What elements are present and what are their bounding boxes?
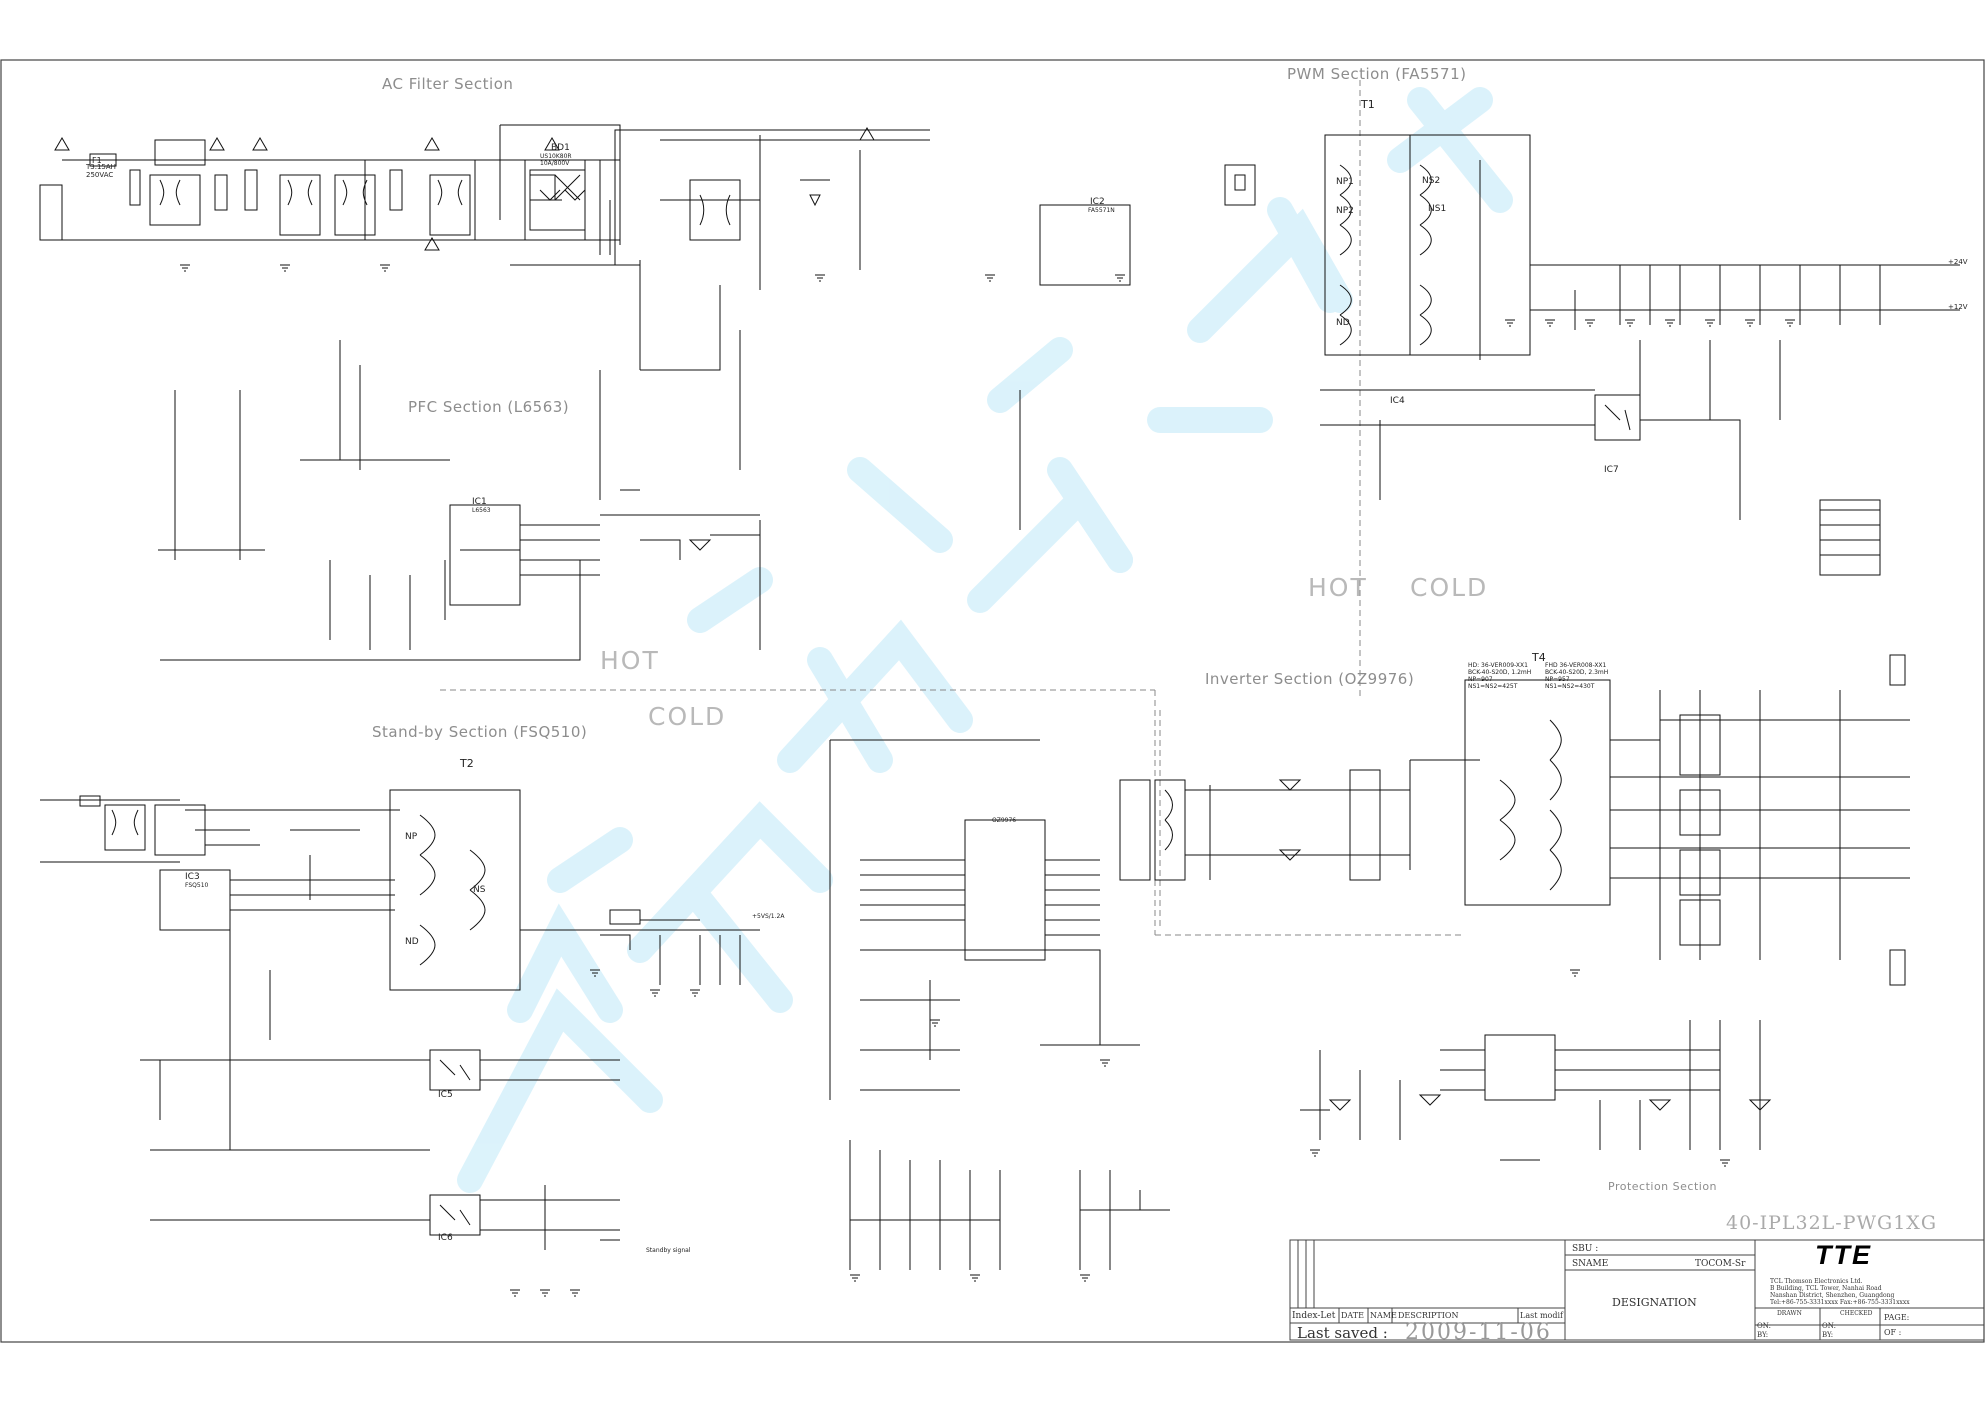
of-label: OF : (1884, 1328, 1902, 1337)
drawn-by-label: BY: (1757, 1331, 1769, 1339)
label-ic5: IC5 (438, 1090, 453, 1100)
company-line-2: B Building, TCL Tower, Nanhai Road (1770, 1285, 1882, 1292)
sheet-frame (0, 59, 1985, 1343)
sbu-label: SBU : (1572, 1244, 1599, 1254)
output-5v: +5VS/1.2A (752, 913, 785, 920)
section-title-pwm: PWM Section (FA5571) (1287, 65, 1467, 83)
label-ic3: IC3 (185, 872, 200, 882)
label-t1: T1 (1361, 98, 1375, 111)
company-line-4: Tel:+86-755-3331xxxx Fax:+86-755-3331xxx… (1770, 1299, 1910, 1306)
control-subcircuits (849, 1140, 1170, 1270)
ac-filter-circuit (39, 124, 930, 266)
pwm-circuit (1019, 134, 1960, 576)
label-ic1: IC1 (472, 497, 487, 507)
checked-on-label: ON: (1822, 1322, 1836, 1330)
zone-cold-left: COLD (648, 702, 727, 731)
pfc-circuit (158, 330, 761, 661)
watermark (457, 87, 1513, 1193)
label-pfc-chip: L6563 (472, 507, 491, 514)
winding-ns1: NS1 (1428, 204, 1447, 214)
t4-note-left: HD: 36-VER009-XX1 BCK-40-S20D, 1.2mH NP=… (1468, 662, 1532, 690)
protection-circuit (1300, 1020, 1772, 1161)
revision-index-header: Index-Let (1292, 1311, 1336, 1321)
label-ic6: IC6 (438, 1233, 453, 1243)
revision-date-header: DATE (1341, 1311, 1364, 1320)
standby-signal-label: Standby signal (646, 1247, 691, 1254)
designation-label: DESIGNATION (1612, 1296, 1697, 1309)
section-title-pfc: PFC Section (L6563) (408, 398, 570, 416)
drawn-on-label: ON: (1757, 1322, 1771, 1330)
isolation-boundary (440, 80, 1465, 936)
winding-nd: ND (1336, 318, 1350, 328)
label-t2: T2 (460, 757, 474, 770)
sname-label: SNAME (1572, 1259, 1609, 1269)
label-ic4: IC4 (1390, 396, 1405, 406)
label-bd1: BD1 (551, 143, 570, 153)
bridge-rectifier (529, 135, 930, 371)
sname-value: TOCOM-Sr (1695, 1259, 1746, 1269)
ground-symbols (180, 264, 1795, 1297)
zone-hot-left: HOT (600, 646, 660, 675)
revision-description-header: DESCRIPTION (1398, 1311, 1459, 1320)
company-line-1: TCL Thomson Electronics Ltd. (1770, 1278, 1863, 1285)
label-inv-chip: OZ9976 (992, 817, 1017, 824)
winding-np: NP (405, 832, 418, 842)
warning-icons (54, 127, 875, 251)
standby-circuit (40, 789, 760, 1250)
section-title-inverter: Inverter Section (OZ9976) (1205, 670, 1415, 688)
label-ic7: IC7 (1604, 465, 1619, 475)
output-12v: +12V (1948, 303, 1968, 311)
last-modif-header: Last modif (1520, 1311, 1563, 1320)
inverter-circuit (829, 654, 1910, 1100)
label-fuse-rating: T3.15AH 250VAC (86, 163, 116, 179)
company-line-3: Nanshan District, Shenzhen, Guangdong (1770, 1292, 1895, 1299)
label-sb-chip: FSQ510 (185, 882, 209, 889)
output-24v: +24V (1948, 258, 1968, 266)
label-ic2: IC2 (1090, 197, 1105, 207)
checked-label: CHECKED (1840, 1310, 1873, 1317)
label-pwm-chip: FA5571N (1088, 207, 1115, 214)
title-block-frame (1289, 1239, 1985, 1341)
last-saved-date: 2009-11-06 (1405, 1320, 1552, 1345)
winding-ns: NS (473, 885, 486, 895)
checked-by-label: BY: (1822, 1331, 1834, 1339)
section-title-ac-filter: AC Filter Section (382, 75, 514, 93)
last-saved-label: Last saved : (1297, 1324, 1388, 1342)
label-t4: T4 (1532, 651, 1546, 664)
winding-ns2: NS2 (1422, 176, 1441, 186)
section-title-protection: Protection Section (1608, 1180, 1718, 1193)
zone-hot-right: HOT (1308, 573, 1368, 602)
label-bd1-rating: US10K80R 10A/800V (540, 153, 572, 167)
winding-nd-standby: ND (405, 937, 419, 947)
t4-note-right: FHD 36-VER008-XX1 BCK-40-S20D, 2.3mH NP=… (1545, 662, 1609, 690)
winding-np2: NP2 (1336, 206, 1354, 216)
page-label: PAGE: (1884, 1313, 1910, 1322)
section-title-standby: Stand-by Section (FSQ510) (372, 723, 588, 741)
zone-cold-right: COLD (1410, 573, 1489, 602)
model-number: 40-IPL32L-PWG1XG (1726, 1212, 1938, 1234)
company-logo: TTE (1815, 1240, 1872, 1270)
revision-name-header: NAME (1370, 1311, 1397, 1320)
label-f1: F1 (92, 156, 102, 165)
drawn-label: DRAWN (1777, 1310, 1802, 1317)
winding-np1: NP1 (1336, 177, 1354, 187)
